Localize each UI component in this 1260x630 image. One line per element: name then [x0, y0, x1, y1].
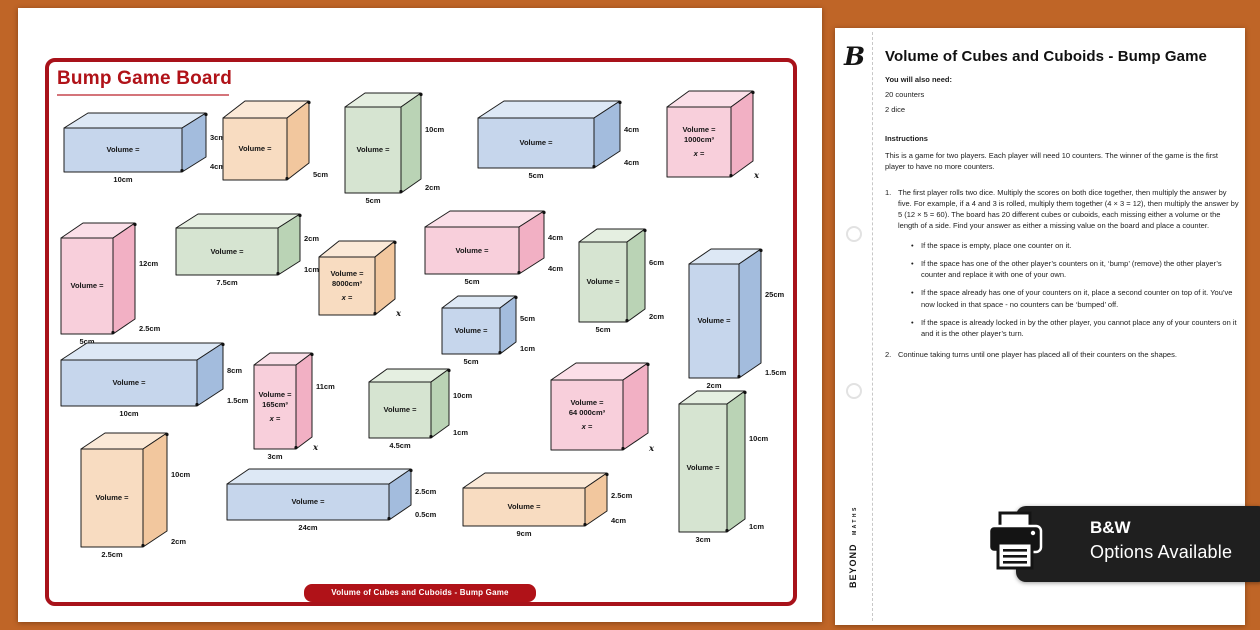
bullet-item: • If the space is empty, place one counte…	[911, 240, 1239, 251]
need-item: 2 dice	[885, 105, 906, 114]
margin-divider	[872, 32, 873, 621]
board-footer-banner: Volume of Cubes and Cuboids - Bump Game	[304, 584, 536, 602]
bw-options-badge[interactable]: B&W Options Available	[1016, 506, 1260, 582]
bullet-text: If the space already has one of your cou…	[921, 288, 1233, 309]
need-items: 20 counters 2 dice	[885, 90, 1239, 114]
instructions-content: Volume of Cubes and Cuboids - Bump Game …	[885, 48, 1239, 361]
need-item: 20 counters	[885, 90, 925, 99]
need-heading: You will also need:	[885, 75, 952, 84]
hole-punch-icon	[846, 226, 862, 242]
bullet-item: • If the space is already locked in by th…	[911, 317, 1239, 340]
bullet-text: If the space is already locked in by the…	[921, 317, 1237, 338]
bullet-text: If the space is empty, place one counter…	[921, 240, 1072, 250]
step-bullets: • If the space is empty, place one counte…	[911, 240, 1239, 340]
step-text: The first player rolls two dice. Multipl…	[898, 187, 1239, 231]
badge-text: B&W Options Available	[1090, 517, 1232, 565]
beyond-logo: B	[844, 42, 866, 71]
bullet-icon: •	[911, 258, 914, 268]
bullet-item: • If the space has one of the other playe…	[911, 258, 1239, 281]
step-number: 1.	[885, 187, 892, 197]
step-text: Continue taking turns until one player h…	[898, 350, 1177, 360]
badge-line2: Options Available	[1090, 542, 1233, 562]
board-title: Bump Game Board	[57, 68, 233, 89]
page-title: Volume of Cubes and Cuboids - Bump Game	[885, 48, 1207, 65]
hole-punch-icon	[846, 383, 862, 399]
brand-name: BEYOND	[848, 543, 858, 588]
instructions-steps: 1. The first player rolls two dice. Multi…	[885, 187, 1239, 361]
bullet-icon: •	[911, 240, 914, 250]
board-border-frame	[45, 58, 797, 606]
board-title-underline	[57, 94, 229, 96]
printer-icon	[987, 511, 1043, 570]
instructions-intro: This is a game for two players. Each pla…	[885, 151, 1218, 172]
bullet-icon: •	[911, 288, 914, 298]
instruction-step: 1. The first player rolls two dice. Multi…	[885, 187, 1239, 232]
bullet-text: If the space has one of the other player…	[921, 258, 1222, 279]
brand-vertical-text: BEYOND MATHS	[843, 505, 861, 588]
brand-sub: MATHS	[852, 505, 858, 536]
board-page: Bump Game Board Volume of Cubes and Cubo…	[18, 8, 822, 622]
step-number: 2.	[885, 350, 892, 360]
badge-line1: B&W	[1090, 518, 1131, 537]
bullet-icon: •	[911, 317, 914, 327]
bullet-item: • If the space already has one of your co…	[911, 287, 1239, 310]
instructions-heading: Instructions	[885, 134, 928, 143]
instruction-step: 2. Continue taking turns until one player…	[885, 349, 1239, 360]
